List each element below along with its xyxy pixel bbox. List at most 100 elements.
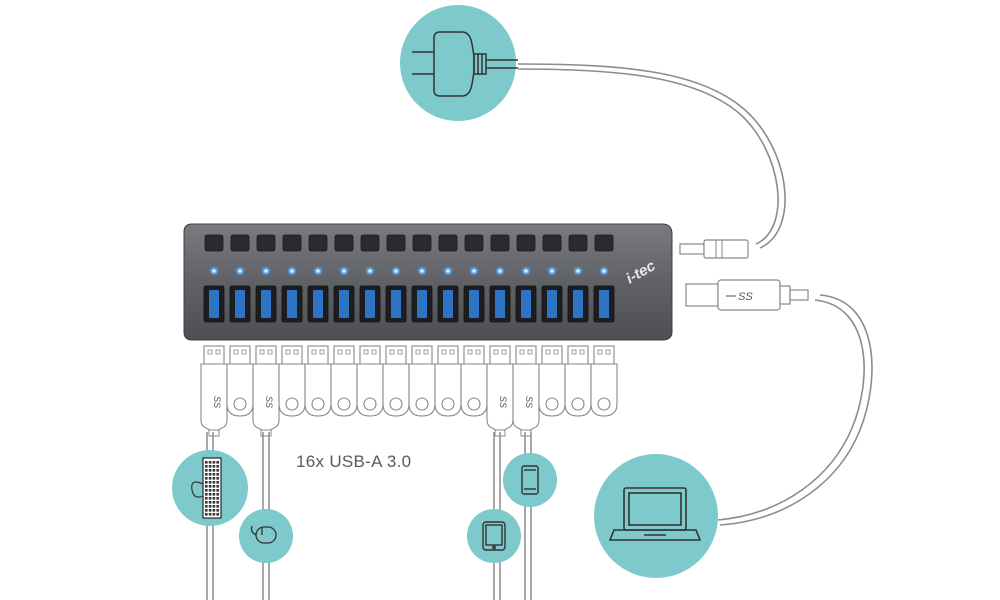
keyboard-key	[216, 513, 219, 516]
usb-flash-drive	[434, 345, 462, 417]
port-power-switch[interactable]	[464, 234, 484, 252]
usb-a-port[interactable]	[333, 285, 355, 323]
usb-flash-drive	[356, 345, 384, 417]
smartphone-circle	[503, 453, 557, 507]
usb-a-port[interactable]	[411, 285, 433, 323]
keyboard-key	[216, 465, 219, 468]
keyboard-key	[216, 473, 219, 476]
keyboard-key	[212, 465, 216, 468]
keyboard-key	[216, 493, 219, 496]
keyboard-key	[208, 509, 212, 512]
port-power-switch[interactable]	[568, 234, 588, 252]
usb-a-port[interactable]	[489, 285, 511, 323]
usb-a-port[interactable]	[307, 285, 329, 323]
keyboard-key	[216, 461, 219, 464]
usb-flash-drive	[460, 345, 488, 417]
port-power-switch[interactable]	[282, 234, 302, 252]
usb-a-port[interactable]	[463, 285, 485, 323]
usb-a-plug: SS	[200, 345, 228, 437]
port-accessories: SS SS SS SS	[200, 345, 618, 437]
keyboard-key	[216, 501, 219, 504]
keyboard-key	[208, 493, 212, 496]
usb-a-port[interactable]	[359, 285, 381, 323]
usb-ss-logo: SS	[498, 396, 508, 408]
keyboard-key	[212, 501, 216, 504]
keyboard-key	[205, 485, 208, 488]
power-plug-icon	[412, 31, 518, 97]
usb-b-upstream-connector: SS	[685, 279, 809, 311]
port-status-led-core	[394, 269, 398, 273]
tablet-circle	[467, 509, 521, 563]
keyboard-key	[216, 489, 219, 492]
usb-a-port[interactable]	[593, 285, 615, 323]
keyboard-key	[205, 465, 208, 468]
port-power-switch[interactable]	[230, 234, 250, 252]
keyboard-key	[208, 497, 212, 500]
usb-flash-drive	[330, 345, 358, 417]
upstream-cable	[719, 294, 873, 526]
port-power-switch[interactable]	[360, 234, 380, 252]
port-status-led-core	[524, 269, 528, 273]
keyboard-key	[212, 505, 216, 508]
usb-a-plug: SS	[252, 345, 280, 437]
keyboard-key	[208, 481, 212, 484]
keyboard-key	[212, 513, 216, 516]
power-cable	[517, 63, 786, 249]
usb-a-port[interactable]	[281, 285, 303, 323]
mouse-circle	[239, 509, 293, 563]
port-status-led-core	[316, 269, 320, 273]
keyboard-key	[205, 493, 208, 496]
usb-a-port[interactable]	[229, 285, 251, 323]
port-status-led-core	[576, 269, 580, 273]
keyboard-key	[216, 477, 219, 480]
usb-a-port[interactable]	[437, 285, 459, 323]
keyboard-key	[205, 469, 208, 472]
usb-a-port[interactable]	[255, 285, 277, 323]
usb-a-port[interactable]	[203, 285, 225, 323]
port-power-switch[interactable]	[490, 234, 510, 252]
keyboard-key	[205, 505, 208, 508]
usb-flash-drive	[590, 345, 618, 417]
keyboard-key	[212, 481, 216, 484]
keyboard-circle	[172, 450, 248, 526]
usb-flash-drive	[382, 345, 410, 417]
port-power-switch[interactable]	[542, 234, 562, 252]
smartphone-icon	[521, 465, 539, 495]
keyboard-key	[216, 509, 219, 512]
cables	[517, 63, 873, 526]
usb-ss-logo: SS	[738, 291, 753, 303]
port-status-led-core	[420, 269, 424, 273]
usb-a-port[interactable]	[515, 285, 537, 323]
port-power-switch[interactable]	[334, 234, 354, 252]
usb-hub: i-tec	[183, 223, 673, 341]
port-power-switch[interactable]	[516, 234, 536, 252]
usb-flash-drive	[304, 345, 332, 417]
keyboard-key	[205, 473, 208, 476]
keyboard-key	[216, 505, 219, 508]
port-power-switch[interactable]	[386, 234, 406, 252]
keyboard-key	[205, 497, 208, 500]
port-power-switch[interactable]	[204, 234, 224, 252]
keyboard-key	[216, 481, 219, 484]
port-power-switch[interactable]	[594, 234, 614, 252]
keyboard-key	[212, 489, 216, 492]
usb-ss-logo: SS	[212, 396, 222, 408]
usb-a-port[interactable]	[385, 285, 407, 323]
keyboard-key	[208, 477, 212, 480]
port-power-switch[interactable]	[308, 234, 328, 252]
keyboard-key	[216, 469, 219, 472]
mouse-icon	[250, 525, 277, 544]
keyboard-key	[212, 509, 216, 512]
keyboard-key	[208, 473, 212, 476]
keyboard-key	[205, 489, 208, 492]
port-power-switch[interactable]	[412, 234, 432, 252]
port-status-led-core	[550, 269, 554, 273]
usb-a-port[interactable]	[567, 285, 589, 323]
port-status-led-core	[446, 269, 450, 273]
port-power-switch[interactable]	[256, 234, 276, 252]
port-power-switch[interactable]	[438, 234, 458, 252]
keyboard-key	[205, 481, 208, 484]
usb-a-port[interactable]	[541, 285, 563, 323]
usb-a-plug: SS	[512, 345, 540, 437]
